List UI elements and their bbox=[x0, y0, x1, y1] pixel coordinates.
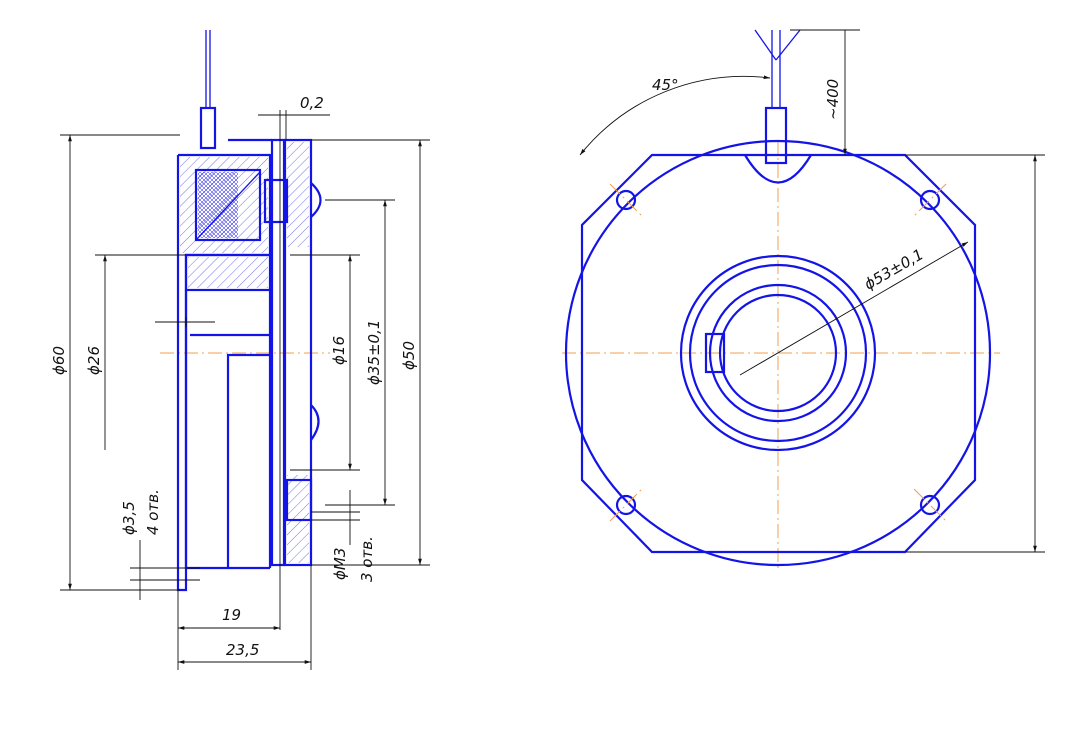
bore-ring bbox=[708, 283, 848, 423]
keyway bbox=[704, 332, 726, 374]
coil-winding bbox=[198, 172, 238, 238]
outer-ring-inner bbox=[688, 263, 868, 443]
label-gap: 0,2 bbox=[300, 94, 324, 112]
wire-lead-right bbox=[775, 29, 801, 61]
inner-body bbox=[184, 290, 272, 570]
label-d16: ϕ16 bbox=[330, 336, 348, 365]
front-view: 45° ~400 ϕ53±0,1 bbox=[562, 29, 1045, 570]
label-hole-count-4: 4 отв. bbox=[144, 489, 162, 535]
mount-hole-br bbox=[919, 494, 941, 516]
label-400: ~400 bbox=[824, 79, 842, 120]
label-hole-count-3: 3 отв. bbox=[358, 536, 376, 582]
mount-hole-bl bbox=[615, 494, 637, 516]
rivet-head-lower bbox=[310, 404, 320, 441]
mount-hole-tl bbox=[615, 189, 637, 211]
bore bbox=[718, 293, 838, 413]
dim-leader-d53 bbox=[739, 241, 969, 376]
coil bbox=[194, 168, 262, 242]
hub-hatch bbox=[188, 257, 268, 288]
label-d50: ϕ50 bbox=[400, 341, 418, 370]
label-19: 19 bbox=[222, 606, 241, 624]
label-m3: ϕM3 bbox=[331, 548, 349, 580]
front-plate-hatch-top bbox=[287, 142, 309, 247]
label-d53: ϕ53±0,1 bbox=[861, 245, 927, 293]
wire-notch bbox=[744, 154, 812, 184]
mount-hole-tr bbox=[919, 189, 941, 211]
label-45: 45° bbox=[652, 76, 679, 94]
label-d35: ϕ35±0,1 bbox=[365, 320, 383, 385]
section-view: 0,2 ϕ60 ϕ26 ϕ16 ϕ35±0,1 ϕ50 ϕ3,5 4 отв. … bbox=[50, 30, 430, 670]
outer-disc bbox=[564, 139, 992, 567]
rivet-body bbox=[263, 178, 289, 224]
rivet-head bbox=[310, 182, 322, 218]
label-d60: ϕ60 bbox=[50, 346, 68, 375]
wire-sleeve bbox=[199, 106, 217, 150]
dim-arc-45 bbox=[579, 75, 771, 156]
front-plate bbox=[283, 138, 313, 567]
label-hole-d35: ϕ3,5 bbox=[120, 501, 138, 535]
label-235: 23,5 bbox=[226, 641, 259, 659]
outer-ring bbox=[679, 254, 877, 452]
label-d26: ϕ26 bbox=[85, 346, 103, 375]
wire-lead-left bbox=[754, 29, 777, 61]
hub-ring bbox=[184, 253, 272, 292]
threaded-hole bbox=[285, 478, 313, 522]
